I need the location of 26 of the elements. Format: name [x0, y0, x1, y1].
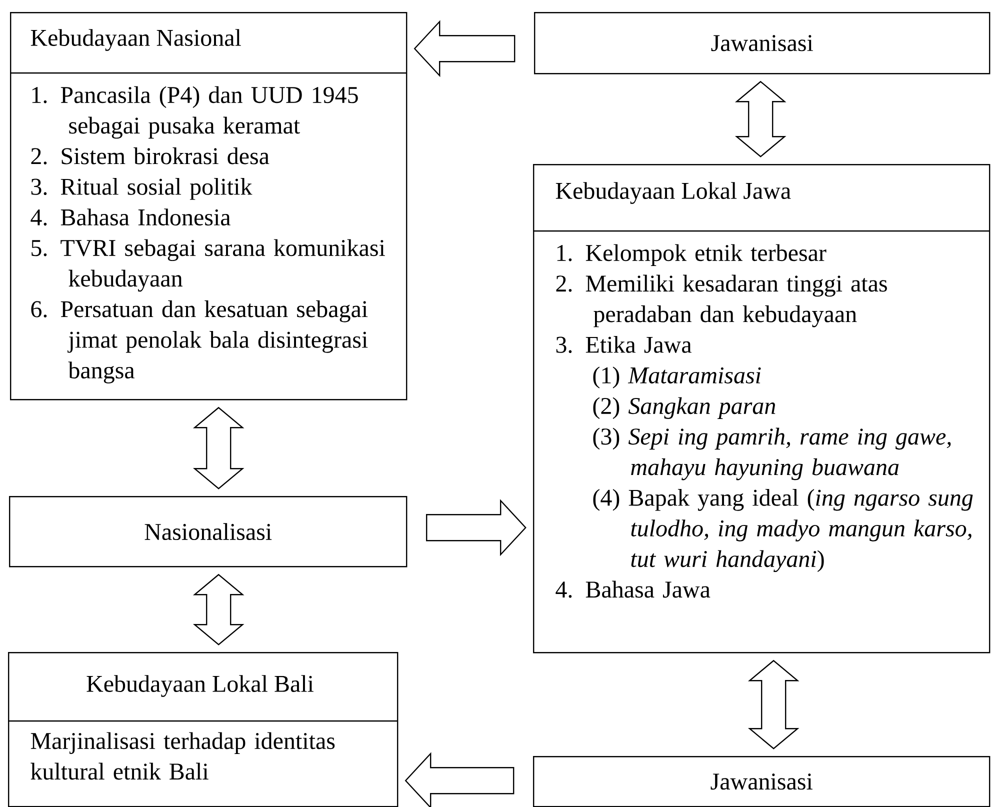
- list-item: 3. Ritual sosial politik: [31, 178, 252, 200]
- list-item: 5. TVRI sebagai sarana komunikasi kebudayaan: [32, 239, 385, 292]
- list-item: (1) Mataramisasi: [593, 366, 761, 388]
- list-item: 6. Persatuan dan kesatuan sebagai jimat penolak bala disintegrasi bangsa: [31, 300, 368, 384]
- heading: Kebudayaan Lokal Jawa: [556, 182, 791, 204]
- block-arrow: [404, 752, 514, 807]
- list-item: 4. Bahasa Jawa: [556, 580, 710, 598]
- list-item: 1. Kelompok etnik terbesar: [557, 244, 826, 266]
- list-item: 2. Sistem birokrasi desa: [31, 147, 270, 164]
- list-item: (2) Sangkan paran: [593, 397, 776, 419]
- list-item: (4) Bapak yang ideal (ing ngarso sung tulodho, ing madyo mangun karso, tut wuri handayani): [593, 489, 973, 572]
- list-item: 4. Bahasa Indonesia: [30, 208, 230, 226]
- heading: Kebudayaan Lokal Bali: [86, 675, 314, 697]
- label-box: Jawanisasi: [534, 12, 990, 74]
- body-text: Marjinalisasi terhadap identitas kultural etnik Bali: [30, 732, 335, 780]
- block-arrow: [414, 20, 516, 78]
- block-arrow: [426, 499, 526, 556]
- label-box: Jawanisasi: [533, 756, 990, 807]
- heading: Kebudayaan Nasional: [30, 29, 241, 51]
- list-item: 3. Etika Jawa: [556, 336, 692, 353]
- text-box: [8, 652, 398, 807]
- list-item: 2. Memiliki kesadaran tinggi atas peradaban dan kebudayaan: [556, 274, 887, 328]
- text-box: [10, 12, 408, 400]
- list-item: 1. Pancasila (P4) dan UUD 1945 sebagai pusaka keramat: [32, 86, 358, 139]
- text-box: [533, 164, 990, 654]
- label-box: Nasionalisasi: [9, 496, 408, 568]
